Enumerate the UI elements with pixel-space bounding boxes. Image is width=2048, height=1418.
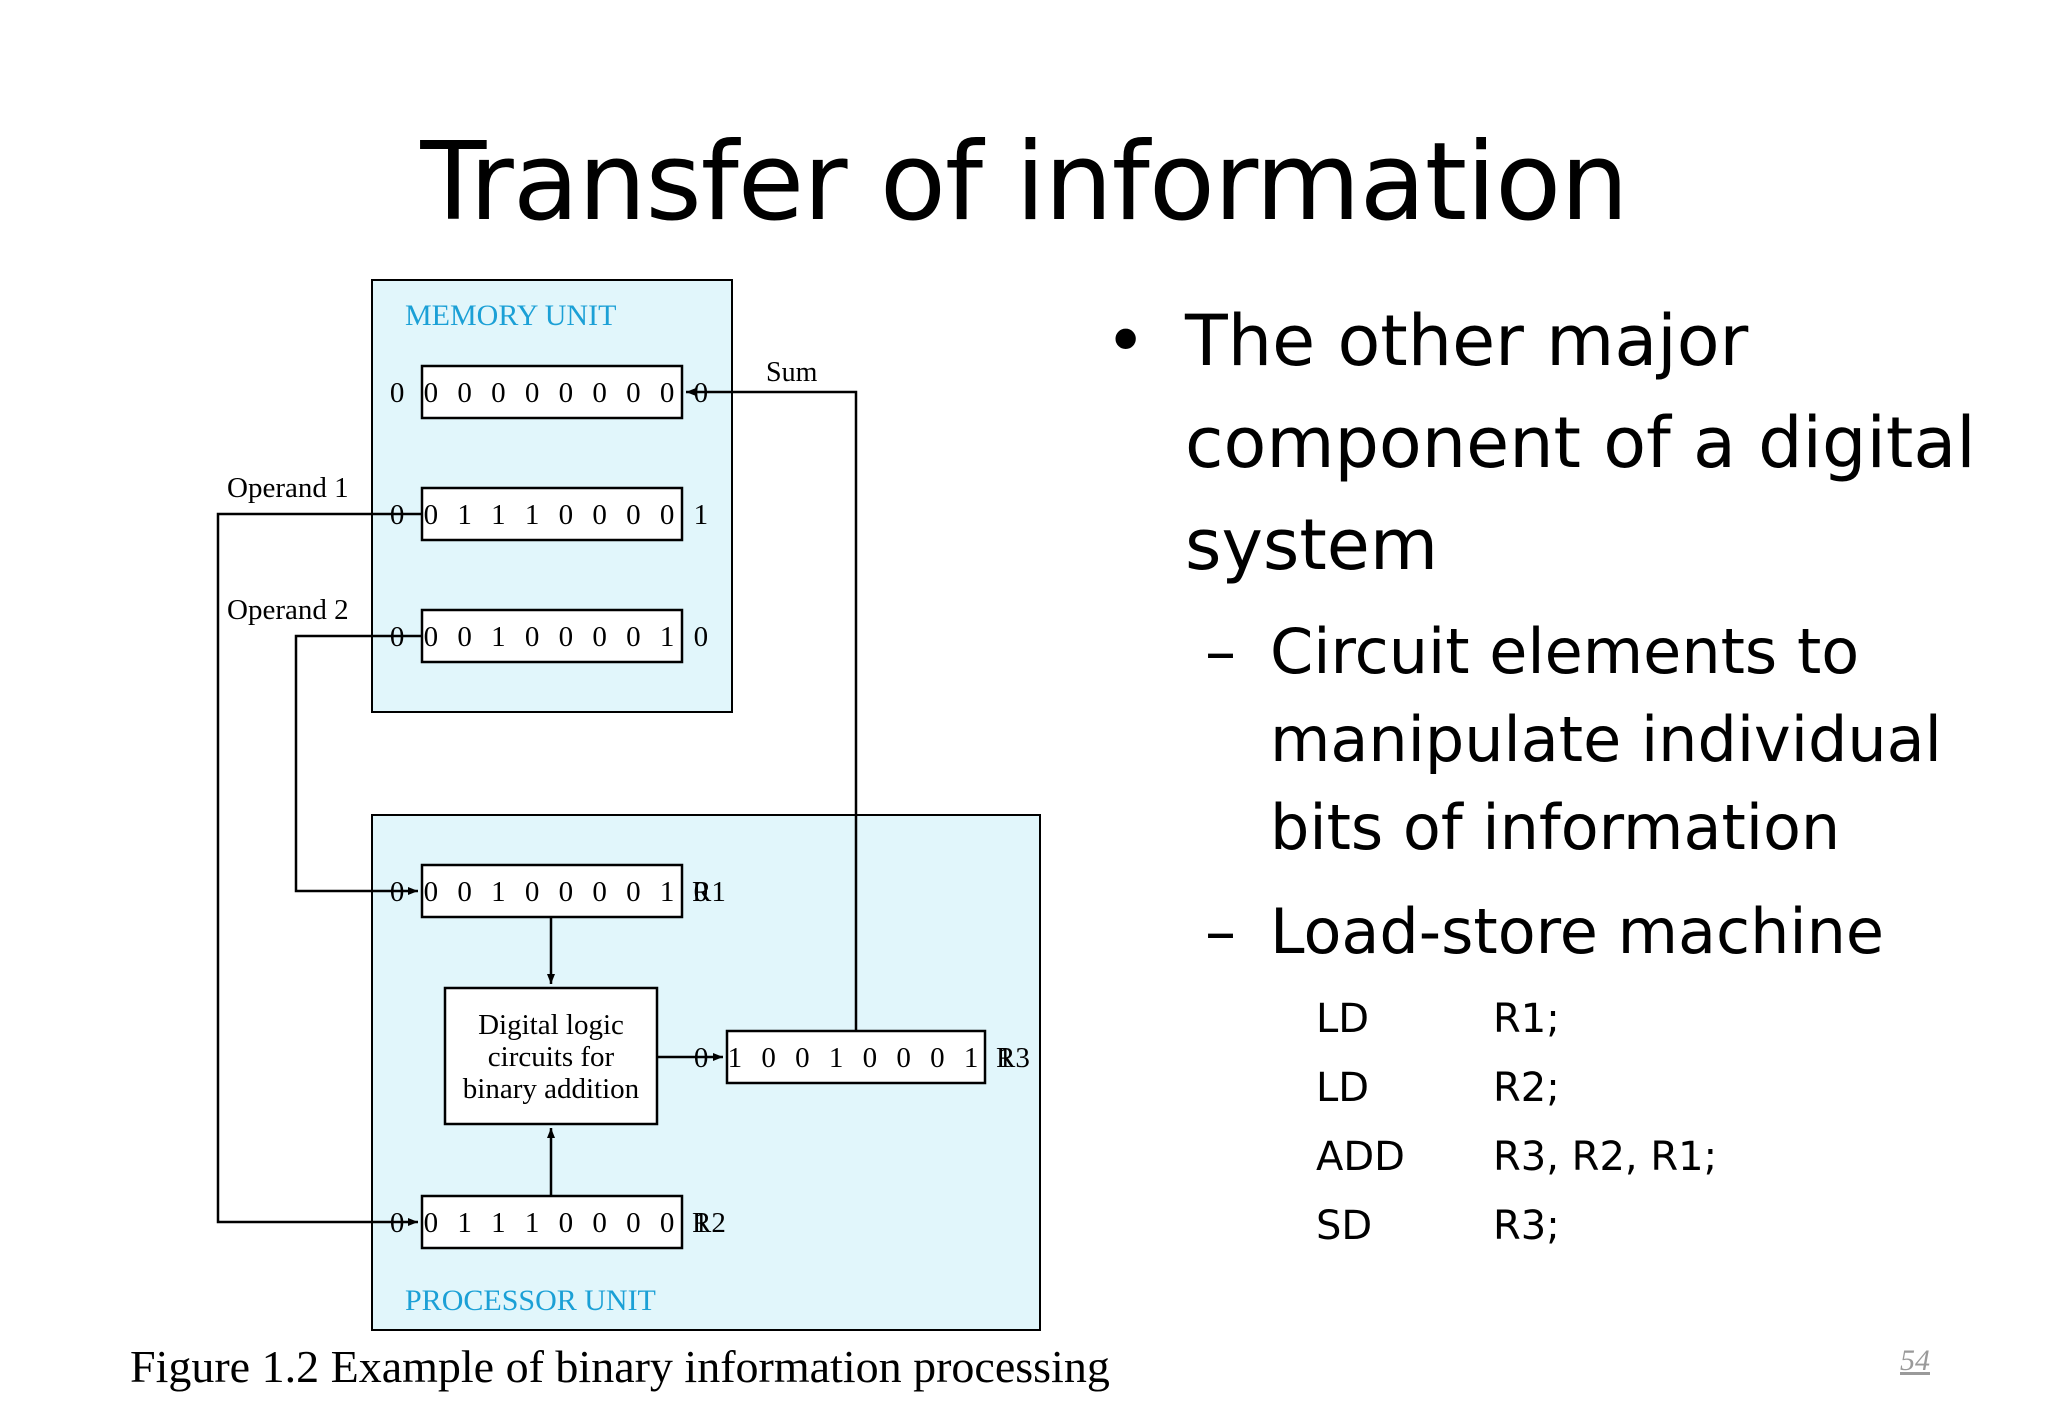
- memory-word-0: 0 0 0 0 0 0 0 0 0 0: [390, 377, 714, 409]
- sub-bullet-text-2: Load-store machine: [1270, 895, 1885, 968]
- register-r2-label: R2: [692, 1207, 726, 1239]
- register-r3-label: R3: [996, 1042, 1030, 1074]
- memory-unit-label: MEMORY UNIT: [405, 299, 616, 332]
- dash-icon: –: [1205, 615, 1236, 688]
- sum-label: Sum: [766, 357, 818, 388]
- instruction-args: R1;: [1493, 996, 1560, 1042]
- memory-word-2: 0 0 0 1 0 0 0 0 1 0: [390, 621, 714, 653]
- sub-bullet-item-2: – Load-store machine: [1105, 888, 2005, 976]
- instruction-op: ADD: [1316, 1134, 1405, 1180]
- sub-bullet-text-1: Circuit elements to manipulate individua…: [1270, 615, 1942, 864]
- dash-icon: –: [1205, 895, 1236, 968]
- instruction-op: LD: [1316, 1065, 1370, 1111]
- operand2-label: Operand 2: [227, 594, 349, 626]
- bullet-dot-icon: •: [1105, 300, 1147, 382]
- instruction-row: SD R3;: [1316, 1192, 1717, 1261]
- operand1-connector: [216, 512, 422, 1226]
- instruction-args: R2;: [1493, 1065, 1560, 1111]
- bullet-text-main: The other major component of a digital s…: [1185, 300, 1976, 586]
- digital-logic-line-1: Digital logic: [478, 1009, 624, 1041]
- instruction-listing: LD R1; LD R2; ADD R3, R2, R1; SD R3;: [1316, 985, 1717, 1261]
- digital-logic-line-3: binary addition: [463, 1073, 640, 1105]
- digital-logic-line-2: circuits for: [488, 1041, 615, 1073]
- figure-caption: Figure 1.2 Example of binary information…: [130, 1341, 1110, 1392]
- sub-bullet-item-1: – Circuit elements to manipulate individ…: [1105, 608, 2005, 872]
- memory-word-1: 0 0 1 1 1 0 0 0 0 1: [390, 499, 714, 531]
- processor-unit-label: PROCESSOR UNIT: [405, 1284, 656, 1317]
- register-r1-box: [420, 863, 684, 919]
- memory-word-1-box: [420, 486, 684, 542]
- instruction-op: SD: [1316, 1203, 1373, 1249]
- operand1-label: Operand 1: [227, 472, 349, 504]
- bullet-list: • The other major component of a digital…: [1105, 290, 2005, 976]
- instruction-row: LD R1;: [1316, 985, 1717, 1054]
- instruction-row: LD R2;: [1316, 1054, 1717, 1123]
- instruction-row: ADD R3, R2, R1;: [1316, 1123, 1717, 1192]
- instruction-op: LD: [1316, 996, 1370, 1042]
- register-r1-value: 0 0 0 1 0 0 0 0 1 0: [390, 876, 714, 908]
- register-r1-label: R1: [692, 876, 726, 908]
- memory-word-0-box: [420, 364, 684, 420]
- operand2-connector: [294, 634, 422, 895]
- register-r2-box: [420, 1194, 684, 1250]
- instruction-args: R3;: [1493, 1203, 1560, 1249]
- memory-word-2-box: [420, 608, 684, 664]
- bullet-item-main: • The other major component of a digital…: [1105, 290, 2005, 596]
- instruction-args: R3, R2, R1;: [1493, 1134, 1718, 1180]
- register-r2-value: 0 0 1 1 1 0 0 0 0 1: [390, 1207, 714, 1239]
- page-number: 54: [1900, 1344, 1930, 1377]
- slide-title: Transfer of information: [420, 120, 1628, 245]
- sum-connector: [686, 388, 858, 1031]
- digital-logic-box: [443, 986, 659, 1126]
- register-r3-value: 0 1 0 0 1 0 0 0 1 1: [694, 1042, 1018, 1074]
